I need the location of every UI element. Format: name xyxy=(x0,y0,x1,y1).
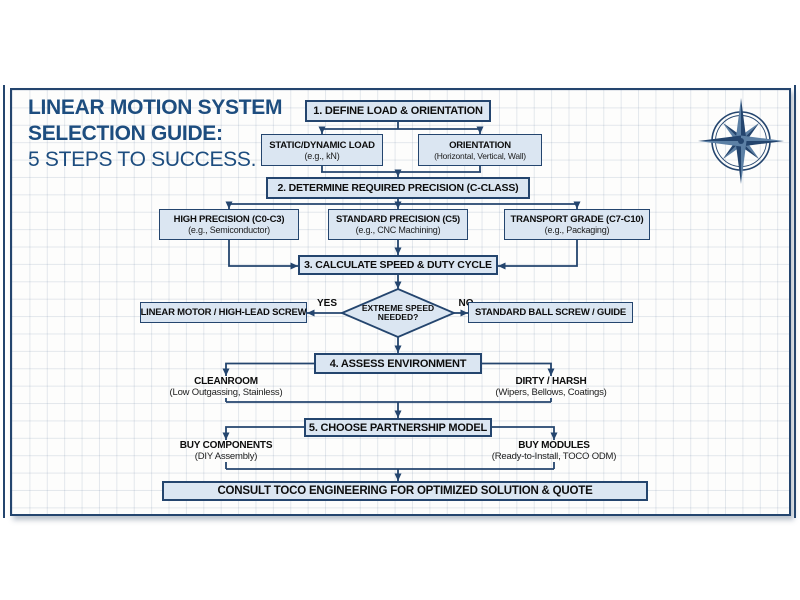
high-precision-title: HIGH PRECISION (C0-C3) xyxy=(173,214,285,225)
step4-box: 4. ASSESS ENVIRONMENT xyxy=(314,353,482,374)
title-line-3: 5 STEPS TO SUCCESS. xyxy=(28,148,257,171)
buy-components-label: BUY COMPONENTS (DIY Assembly) xyxy=(136,440,316,462)
decision-line-2: NEEDED? xyxy=(377,312,419,322)
yes-label: YES xyxy=(316,298,337,309)
step2-box: 2. DETERMINE REQUIRED PRECISION (C-CLASS… xyxy=(266,177,530,199)
orientation-title: ORIENTATION xyxy=(449,139,511,151)
slide-left-edge-line xyxy=(3,85,5,518)
transport-grade-box: TRANSPORT GRADE (C7-C10) (e.g., Packagin… xyxy=(504,209,650,240)
final-consult-box: CONSULT TOCO ENGINEERING FOR OPTIMIZED S… xyxy=(162,481,648,501)
buy-modules-title: BUY MODULES xyxy=(518,440,590,451)
static-dynamic-load-detail: (e.g., kN) xyxy=(304,150,340,161)
cleanroom-detail: (Low Outgassing, Stainless) xyxy=(169,386,283,398)
transport-grade-detail: (e.g., Packaging) xyxy=(544,225,610,235)
step3-box: 3. CALCULATE SPEED & DUTY CYCLE xyxy=(298,255,498,275)
dirty-harsh-detail: (Wipers, Bellows, Coatings) xyxy=(495,386,607,398)
buy-modules-label: BUY MODULES (Ready-to-Install, TOCO ODM) xyxy=(464,440,644,462)
dirty-harsh-label: DIRTY / HARSH (Wipers, Bellows, Coatings… xyxy=(461,376,641,398)
static-dynamic-load-title: STATIC/DYNAMIC LOAD xyxy=(269,139,375,151)
transport-grade-title: TRANSPORT GRADE (C7-C10) xyxy=(510,214,644,225)
buy-components-detail: (DIY Assembly) xyxy=(194,450,258,462)
standard-ball-screw-box: STANDARD BALL SCREW / GUIDE xyxy=(468,302,633,323)
standard-precision-detail: (e.g., CNC Machining) xyxy=(355,225,441,235)
title-line-1: LINEAR MOTION SYSTEM xyxy=(28,96,283,119)
step5-box: 5. CHOOSE PARTNERSHIP MODEL xyxy=(304,418,492,437)
static-dynamic-load-box: STATIC/DYNAMIC LOAD (e.g., kN) xyxy=(261,134,383,166)
decision-diamond-text: EXTREME SPEED NEEDED? xyxy=(340,287,456,339)
step1-box: 1. DEFINE LOAD & ORIENTATION xyxy=(305,100,491,122)
buy-components-title: BUY COMPONENTS xyxy=(179,440,273,451)
orientation-box: ORIENTATION (Horizontal, Vertical, Wall) xyxy=(418,134,542,166)
cleanroom-title: CLEANROOM xyxy=(194,376,258,387)
standard-precision-title: STANDARD PRECISION (C5) xyxy=(335,214,460,225)
dirty-harsh-title: DIRTY / HARSH xyxy=(515,376,587,387)
cleanroom-label: CLEANROOM (Low Outgassing, Stainless) xyxy=(136,376,316,398)
linear-motor-box: LINEAR MOTOR / HIGH-LEAD SCREW xyxy=(140,302,307,323)
title-line-2: SELECTION GUIDE: xyxy=(28,122,223,145)
compass-rose-icon xyxy=(698,98,784,184)
slide-right-edge-line xyxy=(794,85,796,518)
orientation-detail: (Horizontal, Vertical, Wall) xyxy=(434,150,526,161)
no-label: NO xyxy=(458,298,474,309)
high-precision-box: HIGH PRECISION (C0-C3) (e.g., Semiconduc… xyxy=(159,209,299,240)
high-precision-detail: (e.g., Semiconductor) xyxy=(188,225,270,235)
standard-precision-box: STANDARD PRECISION (C5) (e.g., CNC Machi… xyxy=(328,209,468,240)
decision-diamond: EXTREME SPEED NEEDED? xyxy=(340,287,456,339)
page-title: LINEAR MOTION SYSTEM SELECTION GUIDE: 5 … xyxy=(28,95,282,173)
buy-modules-detail: (Ready-to-Install, TOCO ODM) xyxy=(491,450,617,462)
decision-line-1: EXTREME SPEED xyxy=(361,302,435,313)
